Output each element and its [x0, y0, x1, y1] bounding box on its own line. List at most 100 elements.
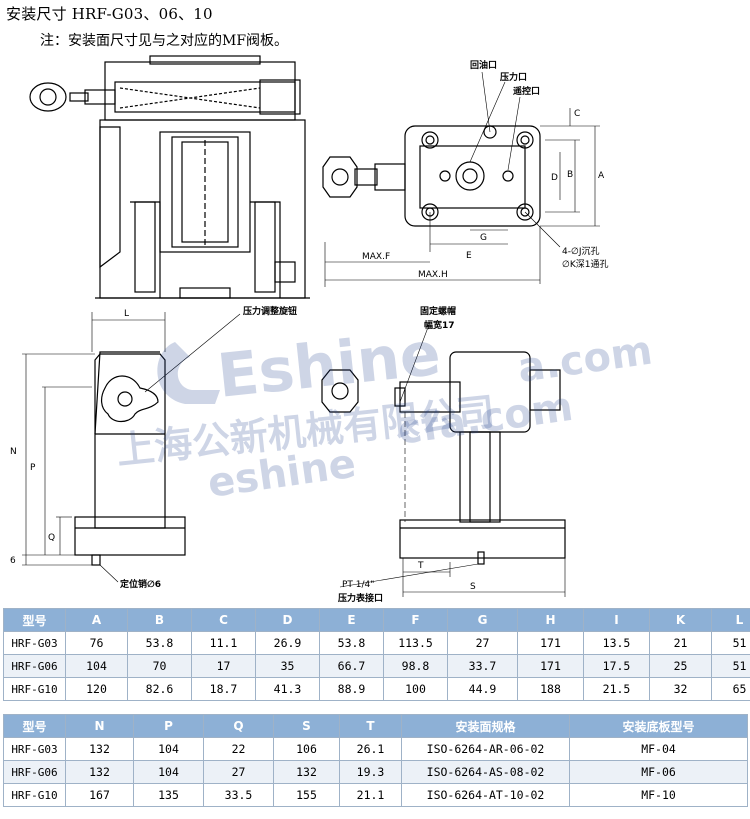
table-cell: 135	[133, 783, 204, 807]
table-cell: ISO-6264-AS-08-02	[401, 760, 570, 784]
callout-lock-nut: 固定螺帽	[420, 305, 456, 317]
callout-locating-pin: 定位销∅6	[119, 578, 161, 590]
table-cell: 104	[133, 760, 204, 784]
dim-l: L	[124, 309, 129, 319]
table-cell: 65	[711, 677, 750, 701]
table-cell: 171	[517, 654, 584, 678]
side-view	[22, 312, 241, 583]
table-cell: 82.6	[127, 677, 192, 701]
table-header: D	[255, 608, 320, 632]
table-cell: HRF-G10	[3, 677, 66, 701]
table-cell: 66.7	[319, 654, 384, 678]
table-cell: ISO-6264-AR-06-02	[401, 737, 570, 761]
table-cell: 41.3	[255, 677, 320, 701]
table-cell: MF-10	[569, 783, 748, 807]
callout-pressure-port: 压力口	[500, 71, 527, 83]
table-cell: 21	[649, 631, 712, 655]
table-cell: 44.9	[447, 677, 518, 701]
brand-logo-icon	[157, 342, 220, 404]
table-header-row: 型号 N P Q S T 安装面规格 安装底板型号	[3, 714, 748, 738]
table-cell: 98.8	[383, 654, 448, 678]
table-cell: 113.5	[383, 631, 448, 655]
table-header: 安装面规格	[401, 714, 570, 738]
table-cell: ISO-6264-AT-10-02	[401, 783, 570, 807]
table-cell: 132	[65, 737, 134, 761]
callout-pt: PT 1/4"	[342, 580, 374, 590]
table-cell: 26.9	[255, 631, 320, 655]
front-view	[321, 321, 566, 597]
table-cell: HRF-G10	[3, 783, 66, 807]
table-cell: 19.3	[339, 760, 402, 784]
plan-view	[322, 71, 600, 287]
table-header: 型号	[3, 714, 66, 738]
table-cell: 51	[711, 631, 750, 655]
table-cell: 171	[517, 631, 584, 655]
table-header: I	[583, 608, 650, 632]
table-header: P	[133, 714, 204, 738]
table-cell: 26.1	[339, 737, 402, 761]
table-header: H	[517, 608, 584, 632]
dimension-table-2: 型号 N P Q S T 安装面规格 安装底板型号 HRF-G03 132 10…	[3, 714, 748, 807]
table-header: F	[383, 608, 448, 632]
table-cell: 120	[65, 677, 128, 701]
table-header: Q	[203, 714, 274, 738]
table-cell: 18.7	[191, 677, 256, 701]
callout-return-port: 回油口	[470, 59, 497, 71]
table-cell: HRF-G06	[3, 654, 66, 678]
dim-d: D	[551, 173, 558, 183]
dim-g: G	[480, 233, 487, 243]
table-cell: 21.1	[339, 783, 402, 807]
table-cell: 32	[649, 677, 712, 701]
table-cell: 100	[383, 677, 448, 701]
table-cell: 104	[133, 737, 204, 761]
dim-c: C	[574, 109, 580, 119]
table-cell: 70	[127, 654, 192, 678]
callout-remote-port: 遥控口	[513, 85, 540, 97]
table-header: C	[191, 608, 256, 632]
table-cell: 132	[273, 760, 340, 784]
table-header: L	[711, 608, 750, 632]
dim-p: P	[30, 463, 36, 473]
table-header: A	[65, 608, 128, 632]
table-cell: 25	[649, 654, 712, 678]
table-row: HRF-G06 132 104 27 132 19.3 ISO-6264-AS-…	[3, 760, 748, 784]
table-cell: 35	[255, 654, 320, 678]
table-header: 安装底板型号	[569, 714, 748, 738]
table-header: E	[319, 608, 384, 632]
table-cell: 33.7	[447, 654, 518, 678]
dim-e: E	[466, 251, 472, 261]
table-cell: 132	[65, 760, 134, 784]
dim-n: N	[10, 447, 17, 457]
callout-through-hole: ∅K深1通孔	[562, 259, 608, 270]
table-header: N	[65, 714, 134, 738]
callout-wrench-width: 幅宽17	[424, 319, 455, 331]
dimension-table-1: 型号 A B C D E F G H I K L HRF-G03 76 53.8…	[3, 608, 750, 701]
table-cell: 167	[65, 783, 134, 807]
table-row: HRF-G10 167 135 33.5 155 21.1 ISO-6264-A…	[3, 783, 748, 807]
table-cell: 27	[447, 631, 518, 655]
table-header: T	[339, 714, 402, 738]
table-header: G	[447, 608, 518, 632]
table-cell: 53.8	[319, 631, 384, 655]
table-cell: 27	[203, 760, 274, 784]
table-cell: 104	[65, 654, 128, 678]
table-cell: 22	[203, 737, 274, 761]
table-cell: 51	[711, 654, 750, 678]
table-cell: 33.5	[203, 783, 274, 807]
dim-t: T	[417, 561, 424, 571]
dim-q: Q	[48, 533, 55, 543]
table-cell: MF-04	[569, 737, 748, 761]
table-header: K	[649, 608, 712, 632]
technical-drawing: A B C D E G MAX.F MAX.H L N P Q 6 T S 回油…	[10, 55, 655, 604]
table-cell: 88.9	[319, 677, 384, 701]
table-cell: 155	[273, 783, 340, 807]
table-cell: HRF-G06	[3, 760, 66, 784]
dim-max-f: MAX.F	[362, 252, 390, 262]
dim-s: S	[470, 582, 476, 592]
installation-note: 注：安装面尺寸见与之对应的MF阀板。	[40, 33, 289, 49]
table-header: 型号	[3, 608, 66, 632]
table-cell: 188	[517, 677, 584, 701]
table-header: B	[127, 608, 192, 632]
table-cell: 11.1	[191, 631, 256, 655]
callout-gauge-port: 压力表接口	[338, 592, 383, 604]
